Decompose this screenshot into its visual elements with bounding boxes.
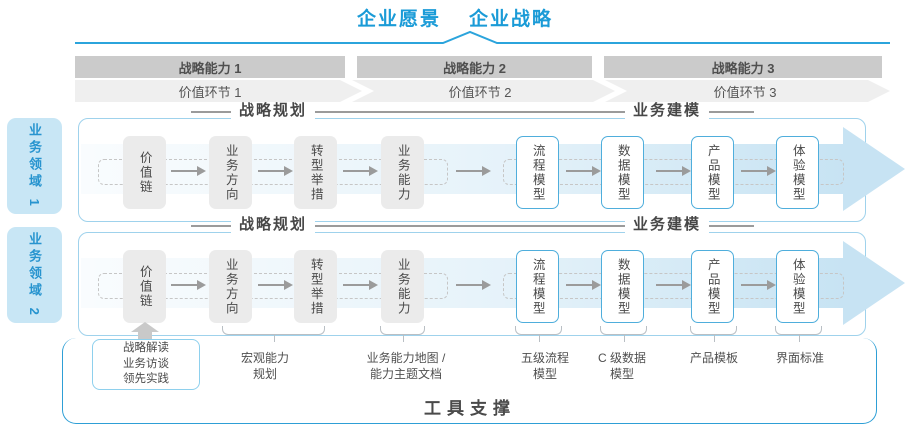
arrow-icon bbox=[741, 280, 776, 290]
box-experience-model: 体验模型 bbox=[776, 250, 819, 323]
box-experience-model: 体验模型 bbox=[776, 136, 819, 209]
box-business-direction: 业务方向 bbox=[209, 250, 252, 323]
domain-tab-2: 业务领域 2 bbox=[7, 227, 62, 323]
arrow-icon bbox=[656, 280, 691, 290]
brace-process-model bbox=[515, 326, 562, 342]
vision-title: 企业愿景 bbox=[356, 9, 441, 30]
box-process-model: 流程模型 bbox=[516, 250, 559, 323]
value-band-1-label: 价值环节 1 bbox=[178, 84, 242, 100]
box-transformation-initiatives: 转型举措 bbox=[294, 136, 337, 209]
box-value-chain: 价值链 bbox=[123, 136, 166, 209]
swimlane-row-1: 战略规划 业务建模 价值链 业务方向 转型举措 业务能力 流程模型 数据模型 产… bbox=[78, 102, 905, 222]
dashed-track-planning bbox=[98, 273, 448, 299]
capability-band-3: 战略能力 3 bbox=[604, 56, 882, 78]
label-line: 宏观能力 bbox=[240, 351, 290, 365]
practice-line-2: 业务访谈 bbox=[123, 357, 169, 370]
label-data-model: C 级数据 模型 bbox=[598, 350, 646, 382]
brace-macro-capability bbox=[222, 326, 325, 342]
box-business-direction: 业务方向 bbox=[209, 136, 252, 209]
arrow-icon bbox=[343, 280, 378, 290]
modeling-title: 业务建模 bbox=[624, 216, 710, 234]
label-capability-map: 业务能力地图 / 能力主题文档 bbox=[367, 350, 446, 382]
box-value-chain: 价值链 bbox=[123, 250, 166, 323]
label-product-template: 产品模板 bbox=[690, 350, 738, 366]
value-chevron-band bbox=[75, 80, 890, 102]
label-line: 产品模板 bbox=[689, 351, 739, 365]
capability-band-2: 战略能力 2 bbox=[357, 56, 592, 78]
dashed-track-planning bbox=[98, 159, 448, 185]
label-line: 模型 bbox=[609, 367, 635, 382]
box-product-model: 产品模型 bbox=[691, 250, 734, 323]
box-product-model: 产品模型 bbox=[691, 136, 734, 209]
capability-band-2-label: 战略能力 2 bbox=[443, 60, 506, 76]
brace-product-template bbox=[690, 326, 737, 342]
flow-band-arrowhead bbox=[843, 127, 905, 211]
arrow-icon bbox=[171, 166, 206, 176]
capability-band-3-label: 战略能力 3 bbox=[711, 60, 775, 76]
value-band-2-label: 价值环节 2 bbox=[448, 84, 512, 100]
arrow-icon bbox=[566, 166, 601, 176]
brace-ui-standard bbox=[775, 326, 822, 342]
flow-band-arrowhead bbox=[843, 241, 905, 325]
domain-tab-1: 业务领域 1 bbox=[7, 118, 62, 214]
box-data-model: 数据模型 bbox=[601, 250, 644, 323]
practice-box: 战略解读 业务访谈 领先实践 bbox=[92, 339, 200, 390]
practice-line-3: 领先实践 bbox=[123, 373, 169, 386]
top-title: 企业愿景 企业战略 bbox=[0, 4, 910, 31]
label-line: 规划 bbox=[252, 367, 278, 382]
label-line: 业务能力地图 / bbox=[366, 351, 446, 365]
box-process-model: 流程模型 bbox=[516, 136, 559, 209]
swimlane-row-2: 战略规划 业务建模 价值链 业务方向 转型举措 业务能力 流程模型 数据模型 产… bbox=[78, 216, 905, 336]
modeling-title: 业务建模 bbox=[624, 102, 710, 120]
up-arrow-shaft bbox=[138, 332, 152, 341]
roofline-divider bbox=[75, 30, 890, 44]
box-business-capability: 业务能力 bbox=[381, 136, 424, 209]
label-line: C 级数据 bbox=[597, 351, 647, 365]
domain-tab-1-label: 业务领域 1 bbox=[27, 122, 42, 210]
title-divider-line bbox=[191, 111, 754, 113]
brace-capability-map bbox=[380, 326, 425, 342]
arrow-icon bbox=[741, 166, 776, 176]
arrow-icon bbox=[258, 166, 293, 176]
label-line: 五级流程 bbox=[520, 351, 570, 365]
planning-title: 战略规划 bbox=[230, 102, 316, 120]
box-transformation-initiatives: 转型举措 bbox=[294, 250, 337, 323]
label-process-model: 五级流程 模型 bbox=[521, 350, 569, 382]
up-arrow-head bbox=[131, 322, 159, 332]
label-ui-standard: 界面标准 bbox=[776, 350, 824, 366]
strategy-title: 企业战略 bbox=[469, 9, 554, 30]
box-business-capability: 业务能力 bbox=[381, 250, 424, 323]
arrow-icon bbox=[456, 280, 491, 290]
planning-title: 战略规划 bbox=[230, 216, 316, 234]
label-line: 模型 bbox=[532, 367, 558, 382]
label-line: 能力主题文档 bbox=[369, 367, 443, 382]
arrow-icon bbox=[258, 280, 293, 290]
tool-support-title: 工具支撑 bbox=[424, 399, 516, 418]
box-data-model: 数据模型 bbox=[601, 136, 644, 209]
arrow-icon bbox=[343, 166, 378, 176]
capability-band-1-label: 战略能力 1 bbox=[178, 60, 242, 76]
arrow-icon bbox=[456, 166, 491, 176]
dashed-track-modeling bbox=[503, 159, 844, 185]
arrow-icon bbox=[171, 280, 206, 290]
tool-support-container bbox=[62, 338, 877, 424]
arrow-icon bbox=[656, 166, 691, 176]
label-macro-capability: 宏观能力 规划 bbox=[241, 350, 289, 382]
arrow-icon bbox=[566, 280, 601, 290]
up-arrow-icon bbox=[131, 322, 159, 341]
label-line: 界面标准 bbox=[775, 351, 825, 365]
domain-tab-2-label: 业务领域 2 bbox=[27, 231, 42, 319]
title-divider-line bbox=[191, 225, 754, 227]
value-band-3-label: 价值环节 3 bbox=[713, 84, 777, 100]
brace-data-model bbox=[600, 326, 647, 342]
practice-line-1: 战略解读 bbox=[123, 342, 169, 355]
dashed-track-modeling bbox=[503, 273, 844, 299]
capability-band-1: 战略能力 1 bbox=[75, 56, 345, 78]
